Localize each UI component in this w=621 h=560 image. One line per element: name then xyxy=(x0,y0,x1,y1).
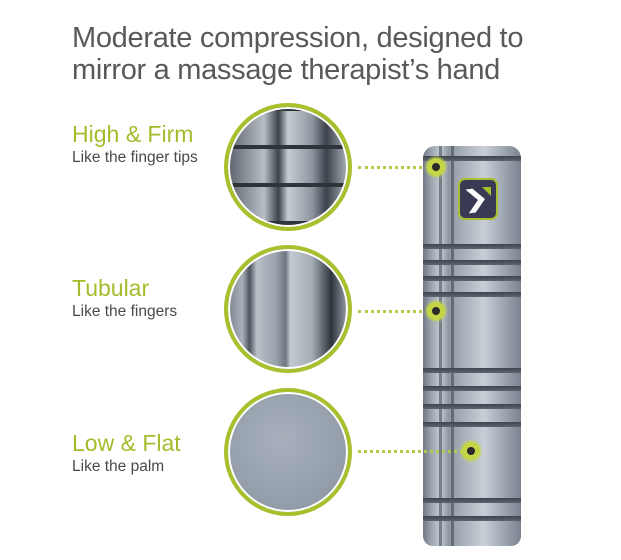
texture-zoom-grid-knobs xyxy=(224,103,352,231)
feature-title: High & Firm xyxy=(72,121,194,147)
roller-ridge xyxy=(423,276,521,281)
feature-subtitle: Like the fingers xyxy=(72,303,178,320)
callout-line xyxy=(358,450,463,453)
headline-line-2: mirror a massage therapist’s hand xyxy=(72,54,500,86)
callout-line xyxy=(358,166,428,169)
callout-marker xyxy=(427,302,445,320)
roller-ridge xyxy=(423,498,521,503)
feature-subtitle: Like the finger tips xyxy=(72,149,198,166)
roller-ridge xyxy=(423,156,521,161)
foam-roller-image xyxy=(423,146,521,546)
headline-line-1: Moderate compression, designed to xyxy=(72,22,524,54)
roller-groove xyxy=(439,146,442,546)
texture-zoom-flat-surface xyxy=(224,388,352,516)
feature-low-flat: Low & Flat Like the palm xyxy=(72,430,181,478)
roller-ridge xyxy=(423,260,521,265)
roller-ridge xyxy=(423,516,521,521)
roller-ridge xyxy=(423,386,521,391)
feature-tubular: Tubular Like the fingers xyxy=(72,275,177,323)
feature-title: Low & Flat xyxy=(72,430,181,456)
callout-line xyxy=(358,310,428,313)
roller-ridge xyxy=(423,244,521,249)
roller-ridge xyxy=(423,292,521,297)
callout-marker xyxy=(462,442,480,460)
texture-zoom-vertical-tubes xyxy=(224,245,352,373)
feature-title: Tubular xyxy=(72,275,150,301)
roller-ridge xyxy=(423,404,521,409)
feature-high-firm: High & Firm Like the finger tips xyxy=(72,121,198,169)
roller-groove xyxy=(451,146,454,546)
headline: Moderate compression, designed to mirror… xyxy=(72,22,552,86)
trigger-point-logo-icon xyxy=(458,178,498,220)
roller-ridge xyxy=(423,422,521,427)
callout-marker xyxy=(427,158,445,176)
roller-ridge xyxy=(423,368,521,373)
feature-subtitle: Like the palm xyxy=(72,458,165,475)
